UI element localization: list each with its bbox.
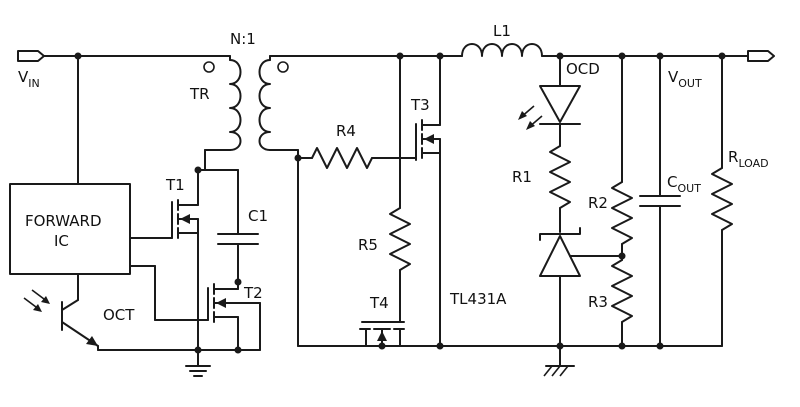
t4-label: T4	[369, 294, 389, 312]
ratio-label: N:1	[230, 30, 256, 48]
inductor-l1	[461, 43, 749, 57]
tr-label: TR	[189, 85, 210, 103]
mosfet-t3	[415, 55, 441, 347]
capacitor-cout	[639, 55, 681, 347]
ground-primary	[185, 349, 211, 377]
shunt-regulator-tl431	[539, 227, 623, 347]
resistor-r4	[297, 147, 417, 169]
resistor-r5	[389, 55, 411, 323]
ground-secondary	[543, 345, 575, 377]
resistor-rload	[711, 55, 733, 347]
tl431-label: TL431A	[449, 290, 507, 308]
oct-label: OCT	[103, 306, 135, 324]
vin-terminal	[17, 50, 231, 62]
mosfet-t4	[359, 321, 405, 347]
vout-terminal	[747, 50, 775, 62]
opto-diode-ocd	[518, 55, 581, 147]
resistor-r1	[549, 145, 571, 233]
t1-label: T1	[165, 176, 185, 194]
r4-label: R4	[336, 122, 356, 140]
capacitor-c1	[217, 169, 259, 283]
t3-label: T3	[410, 96, 430, 114]
r5-label: R5	[358, 236, 378, 254]
ic-line2: IC	[54, 232, 69, 250]
r3-label: R3	[588, 293, 608, 311]
transformer-tr	[203, 55, 299, 347]
forward-ic	[9, 183, 131, 275]
t2-label: T2	[243, 284, 263, 302]
l1-label: L1	[493, 22, 511, 40]
mosfet-t1	[171, 169, 199, 261]
vout-label: VOUT	[668, 68, 702, 90]
resistor-r2	[611, 55, 633, 261]
c1-label: C1	[248, 207, 268, 225]
cout-label: COUT	[667, 173, 701, 195]
r1-label: R1	[512, 168, 532, 186]
opto-transistor-oct	[23, 289, 239, 351]
r2-label: R2	[588, 194, 608, 212]
rload-label: RLOAD	[728, 148, 769, 170]
mosfet-t2	[197, 259, 261, 351]
ic-line1: FORWARD	[25, 212, 102, 230]
ocd-label: OCD	[566, 60, 600, 78]
resistor-r3	[611, 259, 633, 347]
vin-label: VIN	[18, 68, 40, 90]
